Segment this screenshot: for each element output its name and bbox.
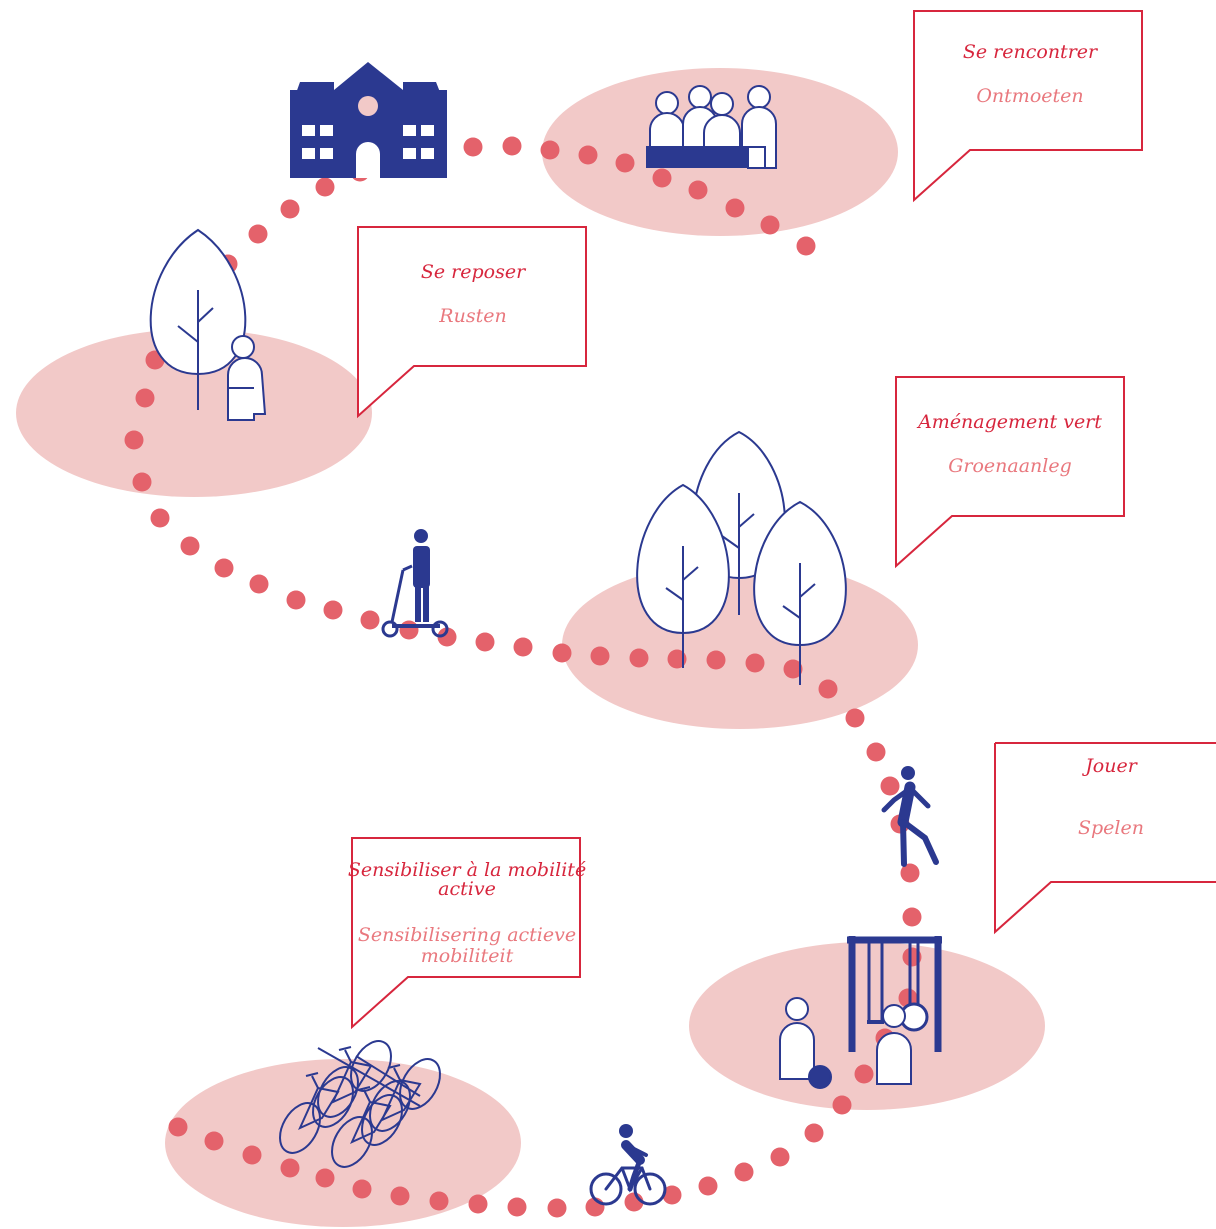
route-dot (280, 199, 300, 219)
callout-green-nl: Groenaanleg (948, 455, 1072, 477)
route-dot (214, 558, 234, 578)
route-dot (360, 610, 380, 630)
route-dot (880, 776, 900, 796)
callout-meet: Se rencontrer Ontmoeten (913, 10, 1143, 203)
route-dot (845, 708, 865, 728)
route-dot (770, 1147, 790, 1167)
route-dot (796, 236, 816, 256)
route-dot (590, 646, 610, 666)
route-dot (463, 137, 483, 157)
route-dot (150, 508, 170, 528)
callout-mobility-nl-2: mobiliteit (421, 945, 514, 967)
zone-play (689, 942, 1045, 1110)
zone-mobility (165, 1059, 521, 1227)
route-dot (468, 1194, 488, 1214)
route-dot (502, 136, 522, 156)
route-dot (578, 145, 598, 165)
callout-meet-fr: Se rencontrer (963, 41, 1099, 63)
route-dot (783, 659, 803, 679)
route-dot (725, 198, 745, 218)
cyclist-icon (589, 1124, 667, 1206)
callout-meet-nl: Ontmoeten (976, 85, 1083, 107)
route-dot (168, 1117, 188, 1137)
route-dot (854, 1064, 874, 1084)
route-dot (323, 600, 343, 620)
bicycle-rack-icon (279, 1040, 441, 1168)
scooter-rider-icon (381, 529, 449, 638)
dotted-route (124, 136, 922, 1218)
callout-rest: Se reposer Rusten (357, 226, 587, 419)
route-dot (540, 140, 560, 160)
callout-play-fr: Jouer (1081, 755, 1139, 777)
route-dot (280, 1158, 300, 1178)
zone-rest (16, 329, 372, 497)
route-dot (507, 1197, 527, 1217)
callout-rest-fr: Se reposer (421, 261, 527, 283)
route-dot (667, 649, 687, 669)
bicycle-icon (361, 1058, 441, 1146)
route-dot (286, 590, 306, 610)
route-dot (315, 1168, 335, 1188)
person-resting-under-tree-icon (149, 228, 267, 421)
people-at-table-icon (646, 85, 777, 169)
route-dot (248, 224, 268, 244)
route-dot (615, 153, 635, 173)
route-dot (315, 177, 335, 197)
callout-mobility-fr-2: active (438, 878, 496, 900)
route-dot (352, 1179, 372, 1199)
callout-mobility-fr-1: Sensibiliser à la mobilité (348, 859, 586, 881)
route-dot (552, 643, 572, 663)
route-dot (437, 627, 457, 647)
route-dot (866, 742, 886, 762)
route-dot (390, 1186, 410, 1206)
bicycle-icon (331, 1080, 411, 1168)
callout-mobility-nl-1: Sensibilisering actieve (358, 924, 576, 946)
route-dot (804, 1123, 824, 1143)
route-dot (242, 1145, 262, 1165)
route-dot (652, 168, 672, 188)
route-dot (135, 388, 155, 408)
walking-person-icon (881, 766, 939, 867)
route-dot (688, 180, 708, 200)
route-dot (429, 1191, 449, 1211)
callout-play: Jouer Spelen (994, 742, 1216, 935)
route-dot (547, 1198, 567, 1218)
route-dot (698, 1176, 718, 1196)
route-dot (760, 215, 780, 235)
school-building-icon (290, 62, 447, 178)
callout-rest-nl: Rusten (438, 305, 506, 327)
callout-mobility: Sensibiliser à la mobilité active Sensib… (348, 837, 586, 1030)
route-dot (132, 472, 152, 492)
route-dot (204, 1131, 224, 1151)
children-playing-icon (779, 997, 912, 1089)
route-dot (832, 1095, 852, 1115)
route-dot (662, 1185, 682, 1205)
bicycle-icon (312, 1040, 392, 1128)
callout-green: Aménagement vert Groenaanleg (895, 376, 1125, 569)
callout-play-nl: Spelen (1078, 817, 1144, 839)
route-dot (902, 907, 922, 927)
route-dot (734, 1162, 754, 1182)
route-dot (818, 679, 838, 699)
route-dot (900, 863, 920, 883)
trees-icon (636, 430, 847, 685)
route-dot (513, 637, 533, 657)
route-dot (475, 632, 495, 652)
route-dot (399, 620, 419, 640)
swing-set-icon (847, 936, 942, 1052)
route-dot (629, 648, 649, 668)
route-dot (249, 574, 269, 594)
route-dot (124, 430, 144, 450)
route-dot (745, 653, 765, 673)
callout-green-fr: Aménagement vert (916, 411, 1102, 433)
route-dot (706, 650, 726, 670)
route-dot (180, 536, 200, 556)
